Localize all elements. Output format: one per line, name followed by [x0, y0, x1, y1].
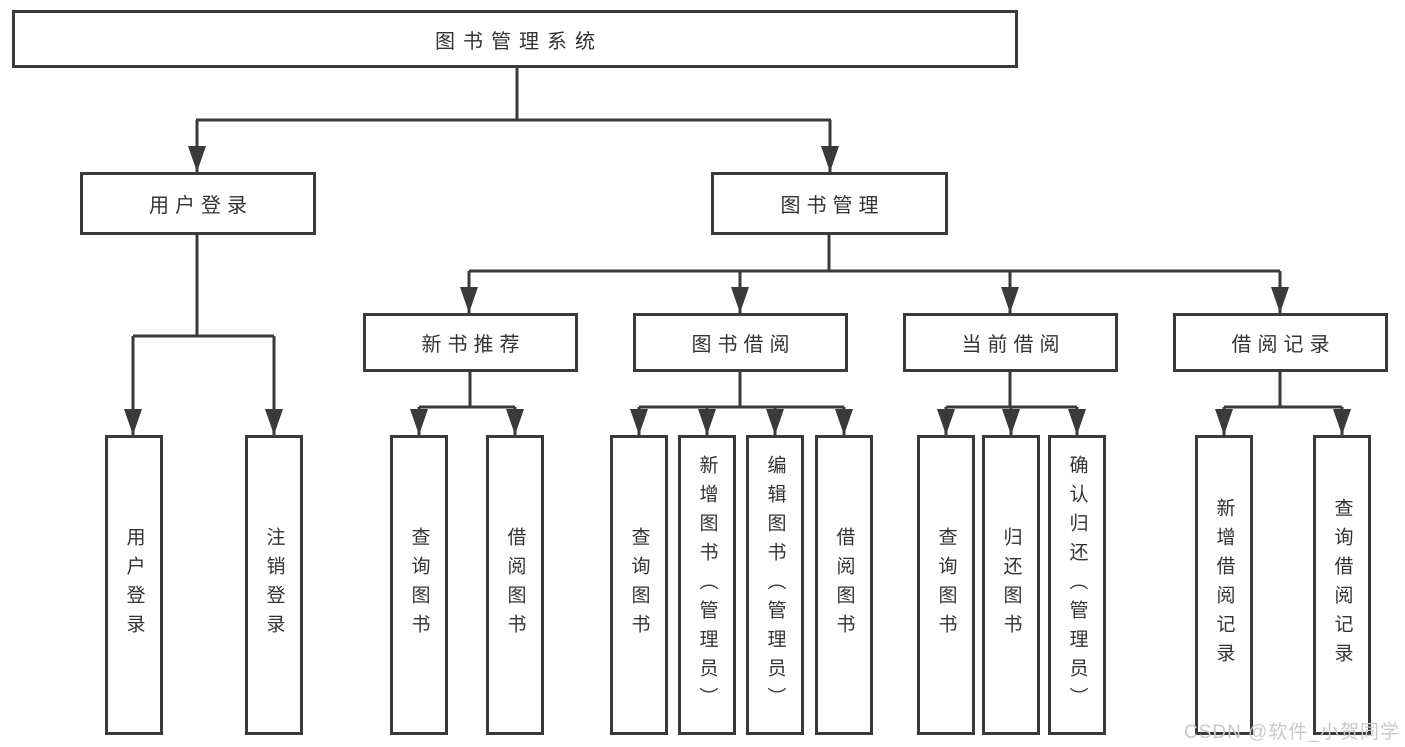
- leaf-label: 查询借阅记录: [1331, 498, 1353, 672]
- leaf-label: 新增图书（管理员）: [696, 454, 718, 716]
- leaf-label: 编辑图书（管理员）: [764, 454, 786, 716]
- leaf-logout: 注销登录: [245, 435, 303, 735]
- leaf-confirm-return-admin: 确认归还（管理员）: [1048, 435, 1106, 735]
- leaf-return-books: 归还图书: [982, 435, 1040, 735]
- leaf-label: 用户登录: [123, 527, 145, 643]
- leaf-query-borrow-record: 查询借阅记录: [1313, 435, 1371, 735]
- node-user-login: 用户登录: [80, 172, 316, 235]
- node-book-borrow: 图书借阅: [633, 313, 848, 372]
- leaf-label: 注销登录: [263, 527, 285, 643]
- leaf-add-book-admin: 新增图书（管理员）: [678, 435, 736, 735]
- node-borrow-records: 借阅记录: [1173, 313, 1388, 372]
- leaf-edit-book-admin: 编辑图书（管理员）: [746, 435, 804, 735]
- node-book-management: 图书管理: [711, 172, 948, 235]
- leaf-borrow-books-2: 借阅图书: [815, 435, 873, 735]
- node-new-book-recommend: 新书推荐: [363, 313, 578, 372]
- leaf-add-borrow-record: 新增借阅记录: [1195, 435, 1253, 735]
- leaf-label: 查询图书: [408, 527, 430, 643]
- leaf-borrow-books-1: 借阅图书: [486, 435, 544, 735]
- leaf-label: 归还图书: [1000, 527, 1022, 643]
- node-library-system: 图书管理系统: [12, 10, 1018, 68]
- leaf-query-books-2: 查询图书: [610, 435, 668, 735]
- leaf-label: 查询图书: [628, 527, 650, 643]
- leaf-label: 新增借阅记录: [1213, 498, 1235, 672]
- leaf-label: 借阅图书: [504, 527, 526, 643]
- csdn-watermark: CSDN @软件_小贺同学: [1184, 722, 1400, 743]
- leaf-query-books-1: 查询图书: [390, 435, 448, 735]
- node-current-borrow: 当前借阅: [903, 313, 1118, 372]
- leaf-label: 确认归还（管理员）: [1066, 454, 1088, 716]
- leaf-label: 借阅图书: [833, 527, 855, 643]
- leaf-user-login: 用户登录: [105, 435, 163, 735]
- leaf-label: 查询图书: [935, 527, 957, 643]
- leaf-query-books-3: 查询图书: [917, 435, 975, 735]
